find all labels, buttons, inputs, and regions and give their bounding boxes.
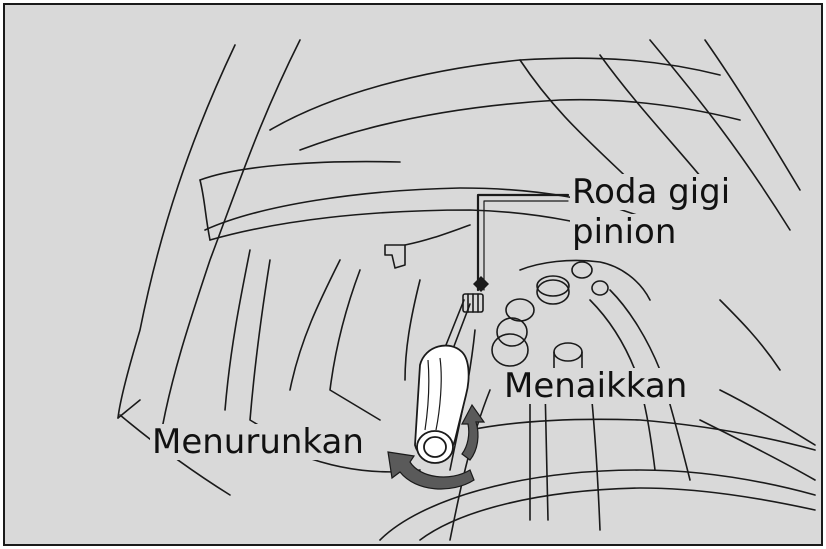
raise-label: Menaikkan [502,368,689,404]
upper-trim [270,58,720,130]
lower-label: Menurunkan [150,424,366,460]
bolt-head [554,343,582,361]
screwdriver-handle [415,346,469,463]
pinion-gear-label-line1: Roda gigi [570,174,732,210]
body-panel-inner [160,40,300,440]
body-panel-outline [118,45,235,418]
leader-tip-marker [473,276,489,292]
pinion-gear-label-line2: pinion [570,214,678,250]
nut-1 [537,280,569,304]
bracket [385,245,405,268]
